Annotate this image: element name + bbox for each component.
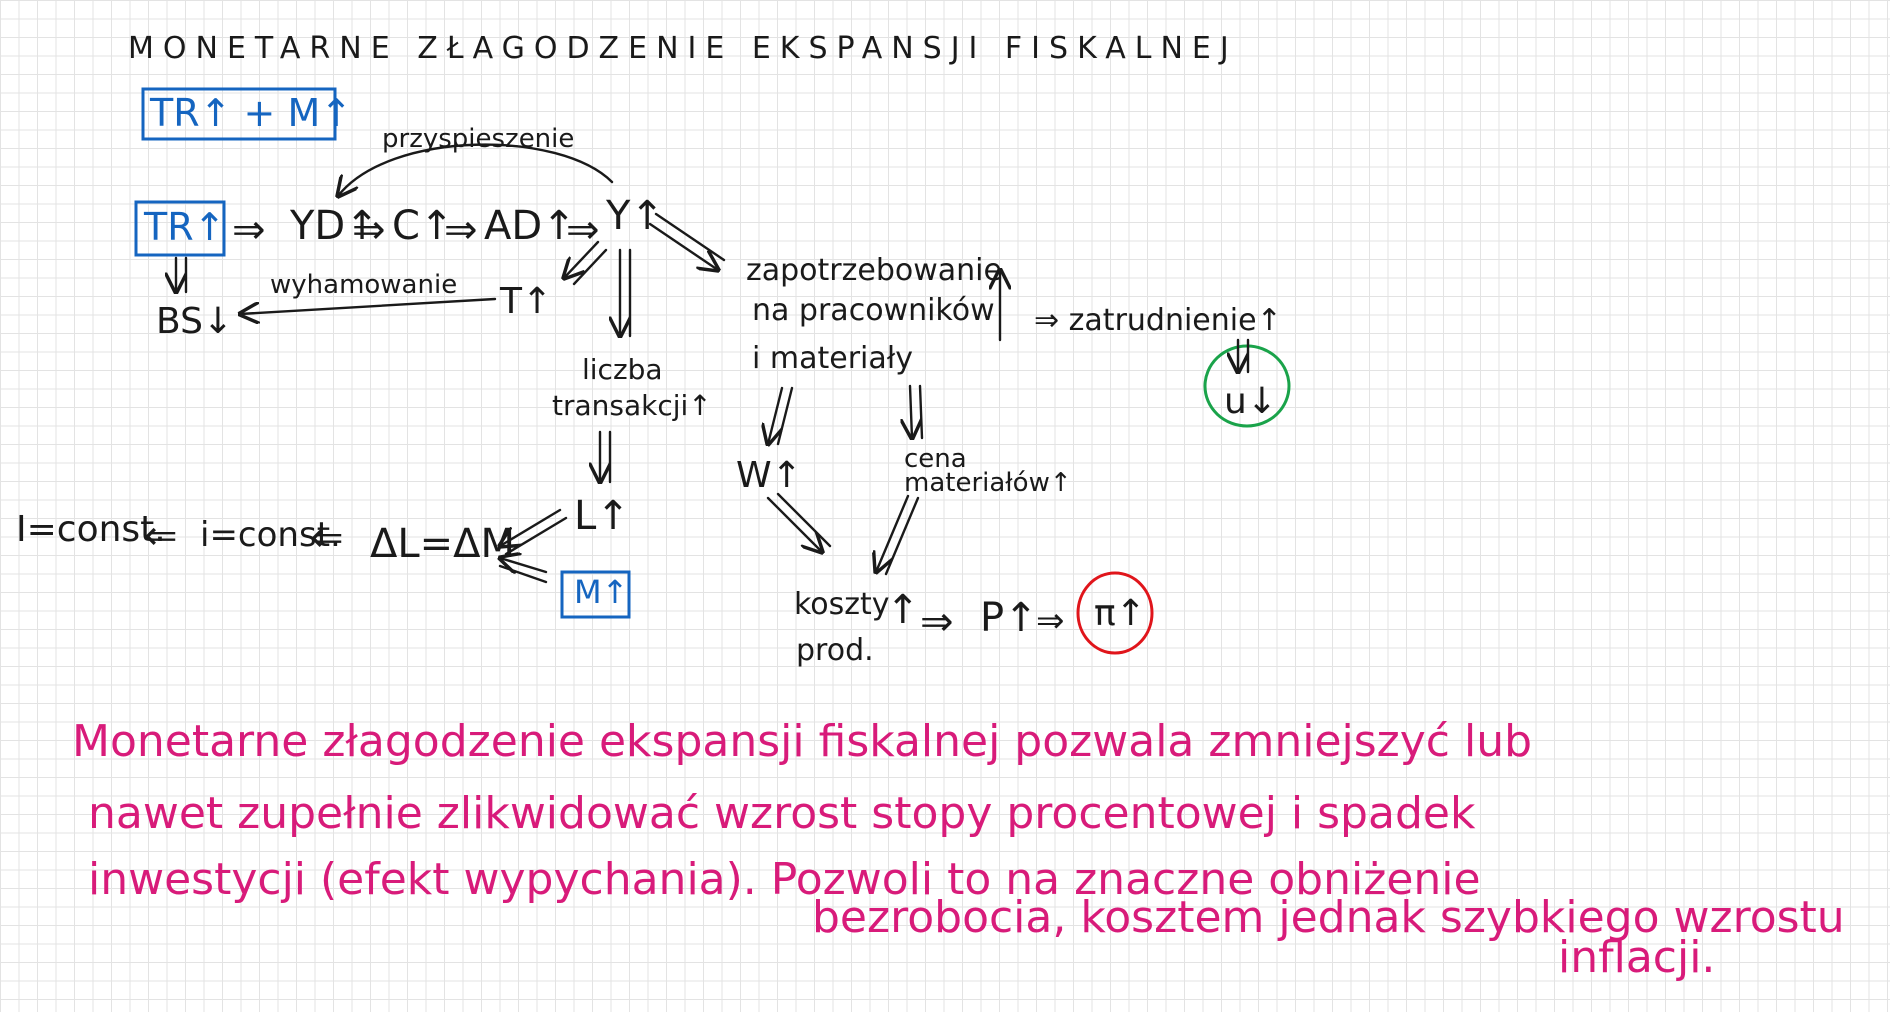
zapotrzebowanie-line2: na pracowników	[752, 293, 995, 328]
arrow-zap-cena	[910, 384, 912, 438]
i-const-label: i=const.	[200, 515, 341, 555]
arrow-y-zap-2	[654, 212, 726, 262]
delta-label: ΔL=ΔM	[370, 521, 516, 567]
chain-arrow-1: ⇒	[232, 207, 266, 253]
zapotrzebowanie-line3: i materiały	[752, 341, 914, 376]
chain-arrow-3: ⇒	[444, 207, 478, 253]
c-label: C↑	[392, 203, 454, 249]
arrow-y-t-2	[572, 248, 608, 286]
bs-label: BS↓	[156, 301, 234, 342]
note-line-5: inflacji.	[1558, 932, 1716, 983]
y-label: Y↑	[606, 193, 664, 239]
koszty-up-arrow: ↑	[886, 587, 920, 633]
chain-arrow-4: ⇒	[566, 207, 600, 253]
I-const-label: I=const.	[16, 509, 166, 550]
liczba-line2: transakcji↑	[552, 389, 712, 422]
arrow-zap-w	[768, 386, 784, 444]
note-line-2: nawet zupełnie zlikwidować wzrost stopy …	[88, 788, 1476, 839]
chain-arrow-2: ⇒	[352, 207, 386, 253]
arrow-y-zap	[648, 222, 718, 270]
wyhamowanie-label: wyhamowanie	[270, 270, 458, 300]
zapotrzebowanie-line1: zapotrzebowanie	[746, 253, 1002, 288]
p-label: P↑	[980, 595, 1038, 641]
arrow-m-delta	[500, 558, 548, 572]
arrow-cena-koszty-2	[884, 496, 920, 576]
cena-line2: materiałów↑	[904, 468, 1072, 498]
m-box-label: M↑	[574, 573, 629, 611]
tr-box-frame	[134, 200, 226, 257]
liczba-line1: liczba	[582, 353, 663, 386]
arrow-to-pi: ⇒	[1036, 601, 1065, 641]
page-title: MONETARNE ZŁAGODZENIE EKSPANSJI FISKALNE…	[128, 31, 1238, 66]
note-line-1: Monetarne złagodzenie ekspansji fiskalne…	[72, 716, 1533, 767]
arrow-to-p: ⇒	[920, 599, 954, 645]
pi-circle	[1076, 571, 1154, 655]
arrow-m-delta-2	[498, 564, 548, 584]
arrow-t-bs	[240, 297, 497, 314]
implies-arrow-1: ⇐	[144, 513, 178, 559]
arrow-y-t	[564, 240, 600, 278]
t-label: T↑	[500, 281, 553, 322]
headline-box-frame	[141, 87, 337, 141]
ad-label: AD↑	[484, 203, 576, 249]
arrow-w-koszty-2	[776, 492, 832, 548]
arrow-cena-koszty	[876, 494, 910, 572]
arrow-przyspieszenie	[338, 143, 614, 196]
arrow-w-koszty	[766, 496, 822, 552]
note-line-4: bezrobocia, kosztem jednak szybkiego wzr…	[812, 892, 1845, 943]
note-line-3: inwestycji (efekt wypychania). Pozwoli t…	[88, 854, 1481, 905]
arrow-l-delta	[500, 508, 562, 546]
arrow-zap-w-2	[776, 386, 794, 446]
przyspieszenie-label: przyspieszenie	[382, 124, 575, 154]
koszty-line2: prod.	[796, 633, 874, 668]
zatrudnienie-label: ⇒ zatrudnienie↑	[1034, 303, 1282, 338]
m-box-frame	[560, 570, 631, 619]
yd-label: YD↑	[290, 203, 379, 249]
implies-arrow-2: ⇐	[310, 515, 344, 561]
l-label: L↑	[574, 493, 630, 539]
tr-label: TR↑	[144, 205, 226, 249]
u-label: u↓	[1224, 381, 1277, 422]
w-label: W↑	[736, 455, 802, 496]
pi-label: π↑	[1094, 593, 1146, 634]
headline-box-label: TR↑ + M↑	[150, 91, 353, 135]
cena-line1: cena	[904, 444, 967, 474]
koszty-line1: koszty	[794, 587, 890, 622]
arrow-l-delta-2	[504, 516, 568, 556]
arrow-zap-cena-2	[918, 384, 924, 440]
